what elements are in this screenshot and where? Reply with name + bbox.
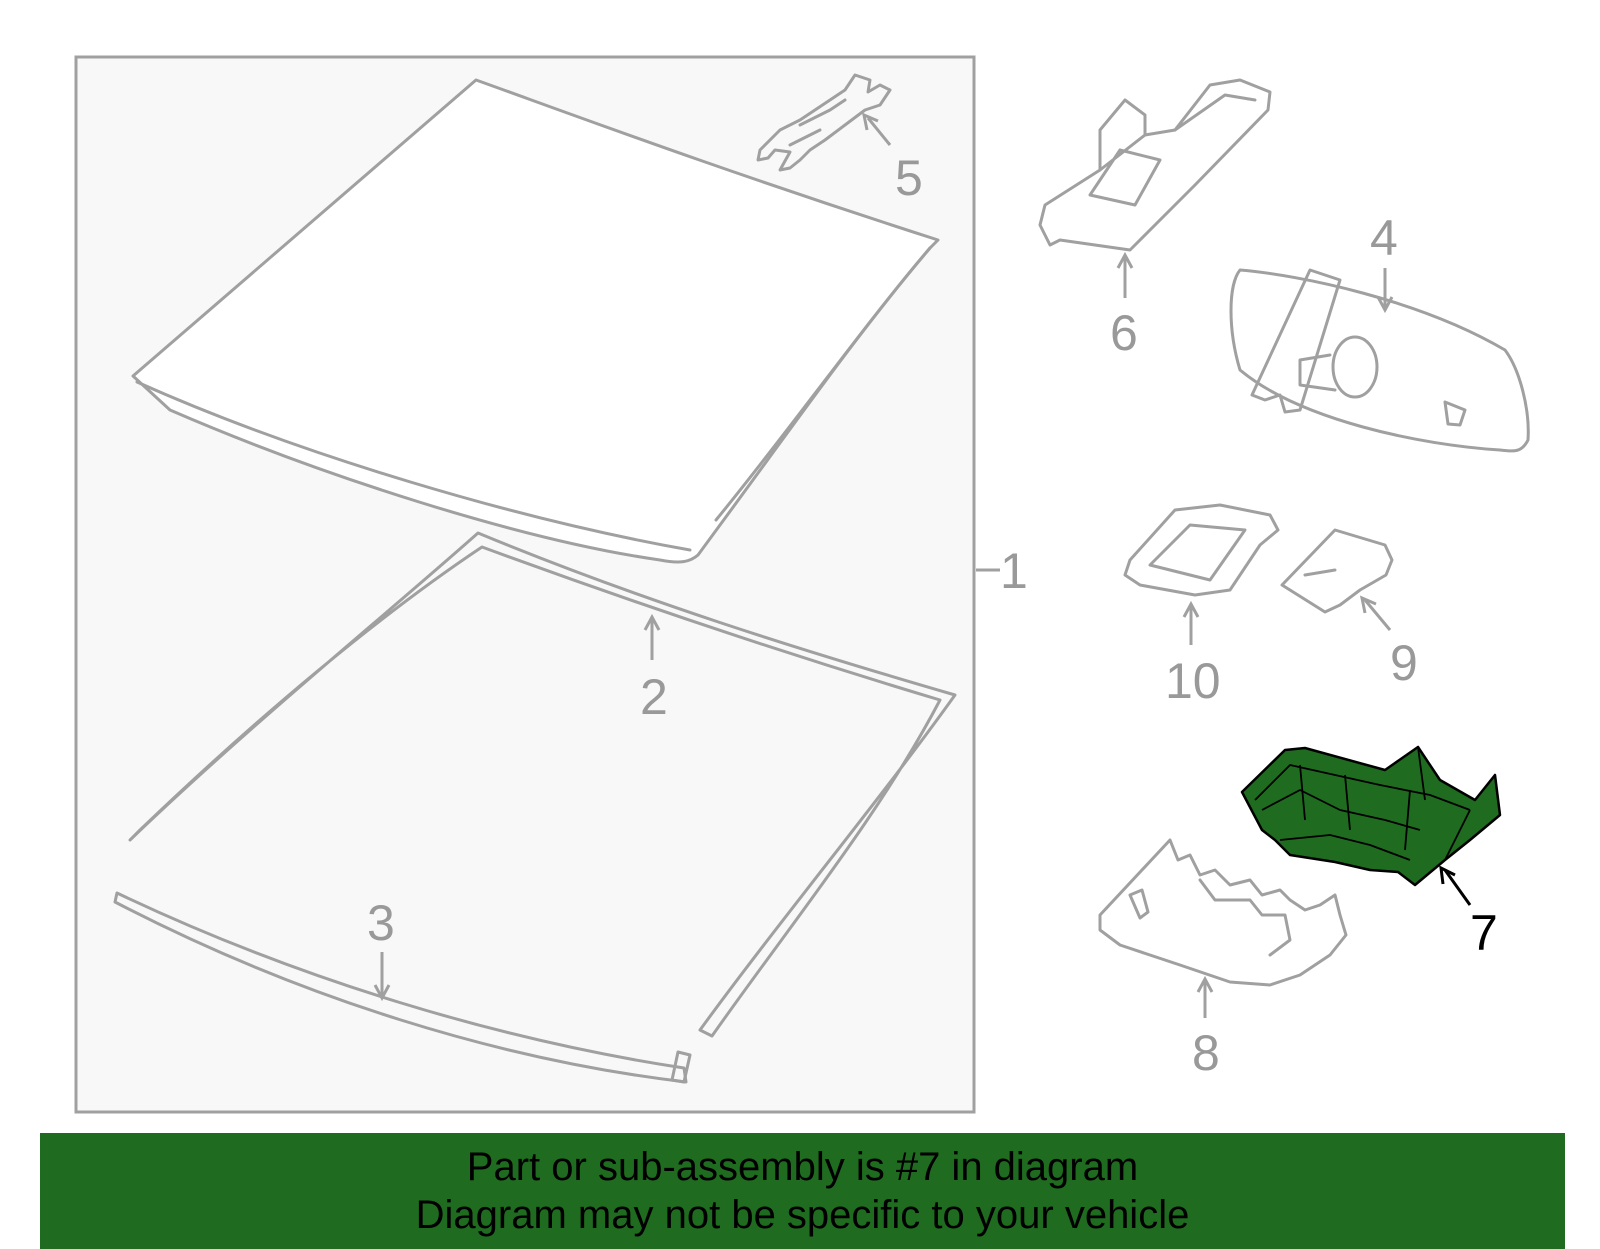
banner-line-disclaimer: Diagram may not be specific to your vehi… [415, 1193, 1190, 1237]
cover-part-9 [1280, 528, 1394, 614]
holder-part-10 [1123, 503, 1280, 597]
callout-arrowhead-5 [861, 112, 879, 131]
callout-arrowhead-8 [1196, 975, 1214, 993]
housing-part-7-highlighted [1240, 745, 1502, 887]
callout-leader-9 [1363, 599, 1392, 631]
info-banner: Part or sub-assembly is #7 in diagram Di… [40, 1133, 1565, 1249]
lower-molding-part-3 [113, 891, 692, 1084]
callout-arrowhead-9 [1359, 595, 1377, 614]
callout-label-1: 1 [1000, 543, 1028, 599]
trim-cover-part-8 [1098, 838, 1348, 987]
molding-part-2 [128, 531, 957, 1038]
callout-label-9: 9 [1390, 635, 1418, 691]
callout-label-2: 2 [640, 669, 668, 725]
banner-line-part: Part or sub-assembly is #7 in diagram [466, 1145, 1139, 1189]
callout-arrowhead-10 [1182, 600, 1200, 618]
callout-label-7: 7 [1470, 905, 1498, 961]
callout-label-6: 6 [1110, 305, 1138, 361]
callout-label-5: 5 [895, 150, 923, 206]
mirror-part-4 [1229, 268, 1530, 453]
callout-leader-5 [866, 117, 892, 146]
callout-arrowhead-2 [643, 613, 661, 631]
callout-leader-7 [1443, 869, 1472, 906]
callout-arrowhead-6 [1116, 251, 1134, 269]
bracket-part-6 [1038, 78, 1272, 252]
callout-arrowhead-4 [1376, 296, 1394, 314]
clip-part-5 [756, 73, 892, 172]
callout-arrowhead-3 [373, 984, 391, 1002]
callout-label-4: 4 [1370, 210, 1398, 266]
callout-arrowhead-7 [1439, 865, 1456, 885]
callout-label-10: 10 [1165, 653, 1221, 709]
callout-label-3: 3 [367, 895, 395, 951]
windshield-glass [131, 78, 940, 564]
callout-label-8: 8 [1192, 1025, 1220, 1081]
